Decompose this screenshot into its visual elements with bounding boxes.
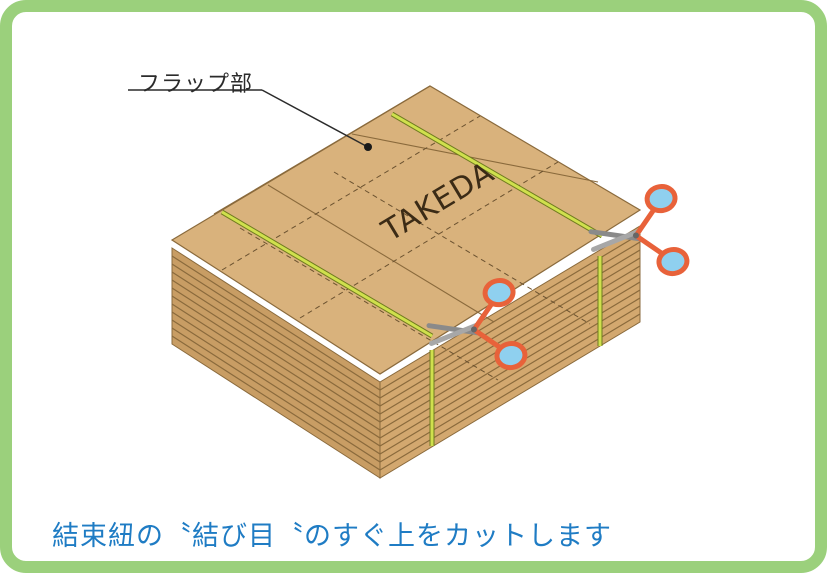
flap-label: フラップ部 <box>138 72 254 97</box>
cardboard-stack <box>170 85 642 479</box>
binding-band-back <box>390 111 604 346</box>
flap-marker <box>364 143 372 151</box>
binding-band-front <box>220 209 435 446</box>
caption-text: 結束紐の〝結び目〝のすぐ上をカットします <box>52 521 612 552</box>
